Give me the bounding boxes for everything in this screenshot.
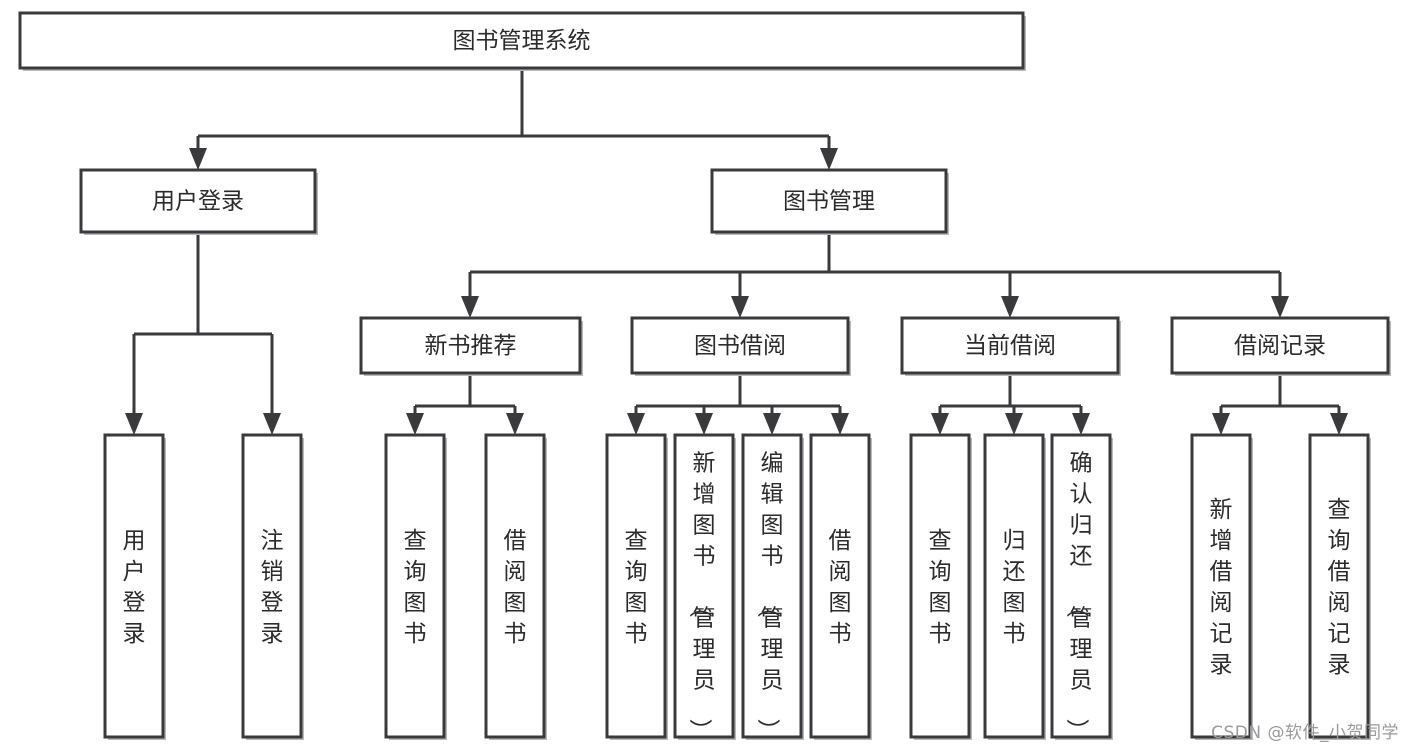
arrow-head-icon: [1212, 413, 1230, 435]
node-label: 图书管理系统: [453, 28, 591, 54]
node-label: 注销登录: [261, 528, 284, 647]
arrow-head-icon: [627, 413, 645, 435]
node-leaf-query-borrow-record[interactable]: 查询借阅记录: [1308, 433, 1371, 740]
arrow-head-icon: [125, 413, 143, 435]
node-book-management[interactable]: 图书管理: [710, 168, 949, 235]
node-leaf-add-book[interactable]: 新增图书（管理员）: [673, 433, 736, 742]
node-label: 当前借阅: [964, 333, 1056, 359]
node-label: 图书管理: [783, 189, 875, 215]
node-label: 查询图书: [404, 528, 427, 647]
connector-level1-to-level2: [461, 232, 1289, 318]
arrow-head-icon: [763, 413, 781, 435]
node-root-图书管理系统[interactable]: 图书管理系统: [18, 11, 1026, 71]
node-leaf-return-book[interactable]: 归还图书: [983, 433, 1046, 740]
arrow-head-icon: [263, 413, 281, 435]
node-box[interactable]: [1050, 433, 1112, 739]
arrow-head-icon: [506, 413, 524, 435]
node-box[interactable]: [241, 433, 303, 739]
node-book-borrow[interactable]: 图书借阅: [630, 316, 851, 376]
node-label: 查询图书: [929, 528, 952, 647]
connector-current-to-leaves: [931, 373, 1090, 435]
node-box[interactable]: [900, 316, 1120, 375]
node-new-book-recommend[interactable]: 新书推荐: [359, 316, 583, 376]
arrow-head-icon: [461, 296, 479, 318]
node-box[interactable]: [809, 433, 871, 739]
node-leaf-add-borrow-record[interactable]: 新增借阅记录: [1190, 433, 1253, 740]
arrow-head-icon: [1330, 413, 1348, 435]
node-box[interactable]: [710, 168, 948, 234]
node-label: 新增图书（管理员）: [687, 451, 716, 742]
nodes-layer: 图书管理系统用户登录图书管理新书推荐图书借阅当前借阅借阅记录用户登录注销登录查询…: [18, 11, 1391, 742]
node-box[interactable]: [630, 316, 850, 375]
node-borrow-record[interactable]: 借阅记录: [1170, 316, 1391, 376]
node-box[interactable]: [18, 11, 1025, 70]
node-box[interactable]: [384, 433, 446, 739]
arrow-head-icon: [1001, 296, 1019, 318]
arrow-head-icon: [820, 148, 838, 170]
node-label: 归还图书: [1003, 528, 1026, 647]
connectors-layer: [125, 68, 1348, 435]
node-label: 借阅图书: [504, 528, 527, 647]
node-label: 借阅记录: [1234, 333, 1326, 359]
node-label: 查询图书: [625, 528, 648, 647]
node-label: 查询借阅记录: [1328, 497, 1351, 678]
connector-root-to-level1: [189, 68, 838, 170]
arrow-head-icon: [406, 413, 424, 435]
node-box[interactable]: [79, 168, 317, 234]
node-box[interactable]: [605, 433, 667, 739]
arrow-head-icon: [1005, 413, 1023, 435]
node-box[interactable]: [909, 433, 971, 739]
connector-userlogin-to-leaves: [125, 232, 281, 435]
node-leaf-borrow-book-recommend[interactable]: 借阅图书: [484, 433, 547, 740]
connector-recommend-to-leaves: [406, 373, 524, 435]
node-label: 用户登录: [123, 528, 146, 647]
node-box[interactable]: [1308, 433, 1370, 739]
node-box[interactable]: [1170, 316, 1390, 375]
arrow-head-icon: [695, 413, 713, 435]
arrow-head-icon: [931, 413, 949, 435]
node-label: 新书推荐: [425, 333, 517, 359]
csdn-watermark: CSDN @软件_小贺同学: [1211, 723, 1399, 743]
arrow-head-icon: [189, 148, 207, 170]
node-current-borrow[interactable]: 当前借阅: [900, 316, 1121, 376]
arrow-head-icon: [1271, 296, 1289, 318]
node-box[interactable]: [673, 433, 735, 739]
node-leaf-query-book-borrow[interactable]: 查询图书: [605, 433, 668, 740]
node-leaf-query-book-recommend[interactable]: 查询图书: [384, 433, 447, 740]
node-leaf-user-logout[interactable]: 注销登录: [241, 433, 304, 740]
node-user-login[interactable]: 用户登录: [79, 168, 318, 235]
node-leaf-borrow-book[interactable]: 借阅图书: [809, 433, 872, 740]
node-box[interactable]: [983, 433, 1045, 739]
arrow-head-icon: [831, 413, 849, 435]
node-label: 图书借阅: [694, 333, 786, 359]
node-label: 编辑图书（管理员）: [755, 451, 784, 742]
connector-record-to-leaves: [1212, 373, 1348, 435]
node-label: 新增借阅记录: [1210, 497, 1233, 678]
node-box[interactable]: [484, 433, 546, 739]
node-box[interactable]: [741, 433, 803, 739]
node-box[interactable]: [1190, 433, 1252, 739]
node-leaf-user-login[interactable]: 用户登录: [103, 433, 166, 740]
connector-borrow-to-leaves: [627, 373, 849, 435]
node-label: 借阅图书: [829, 528, 852, 647]
arrow-head-icon: [731, 296, 749, 318]
node-label: 确认归还（管理员）: [1064, 451, 1093, 742]
node-leaf-edit-book[interactable]: 编辑图书（管理员）: [741, 433, 804, 742]
node-leaf-confirm-return[interactable]: 确认归还（管理员）: [1050, 433, 1113, 742]
arrow-head-icon: [1072, 413, 1090, 435]
node-box[interactable]: [103, 433, 165, 739]
node-box[interactable]: [359, 316, 582, 375]
node-label: 用户登录: [152, 189, 244, 215]
node-leaf-query-book-current[interactable]: 查询图书: [909, 433, 972, 740]
